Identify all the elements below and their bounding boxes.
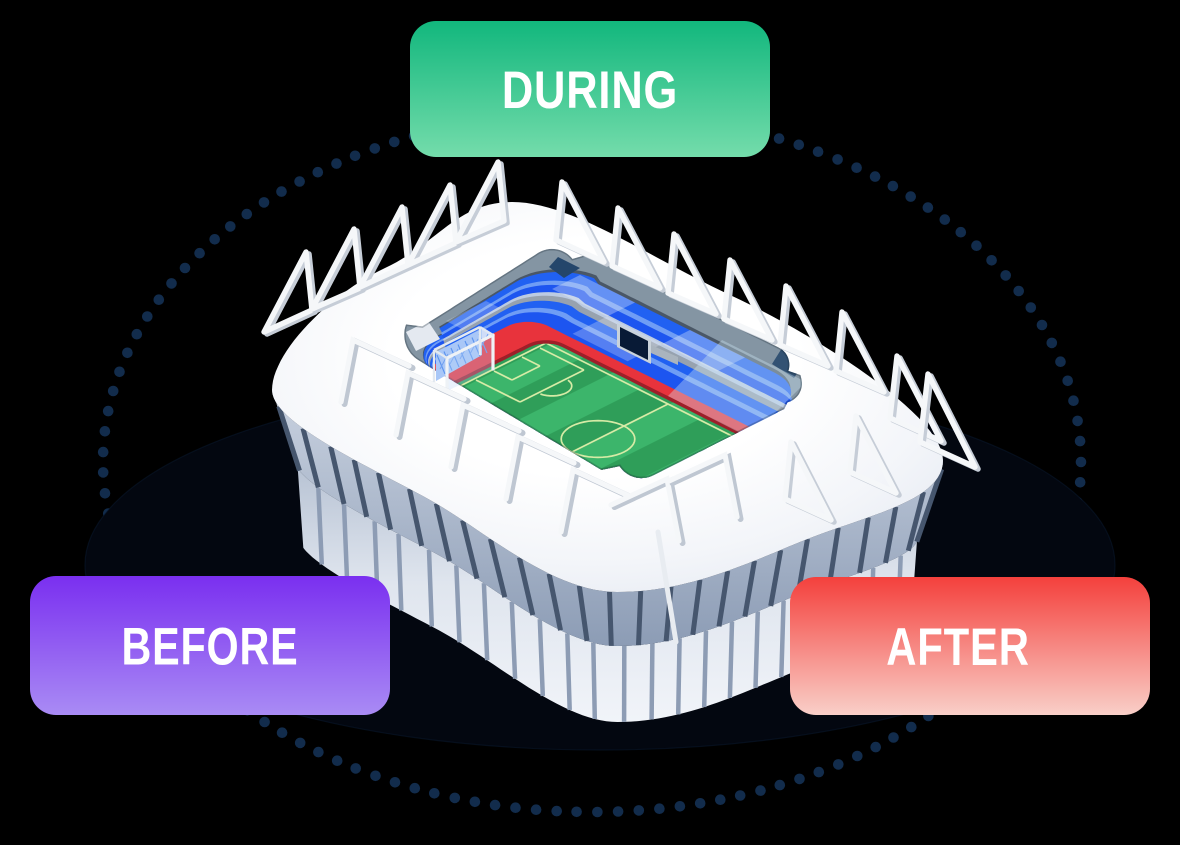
svg-text:BEFORE: BEFORE xyxy=(122,618,299,677)
svg-text:AFTER: AFTER xyxy=(886,618,1029,677)
svg-text:DURING: DURING xyxy=(502,61,678,120)
